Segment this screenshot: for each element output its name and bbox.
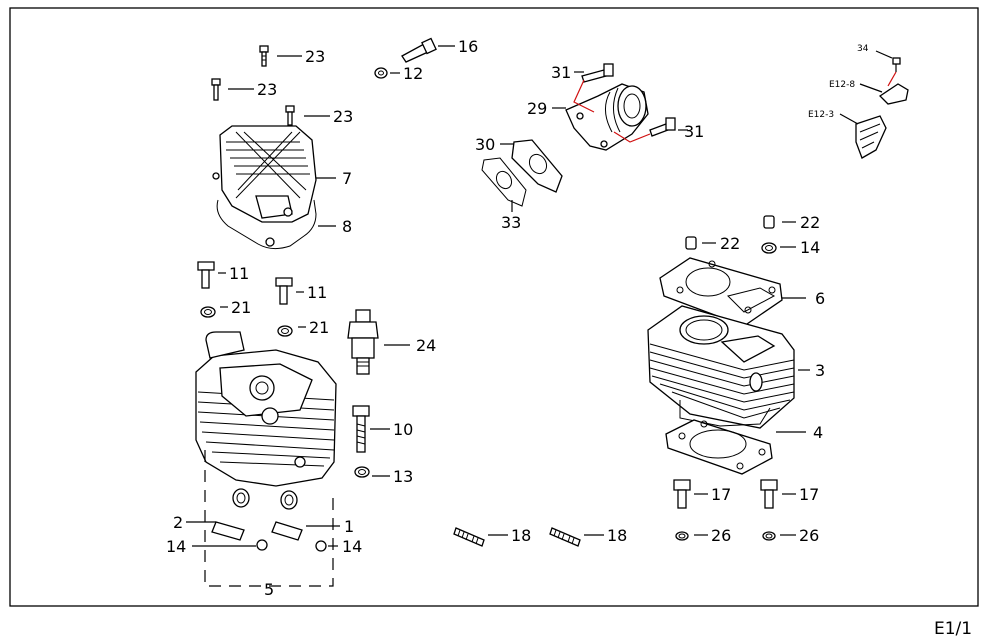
ref-label: 23	[305, 47, 325, 66]
ref-label: 18	[511, 526, 531, 545]
ref-label: 13	[393, 467, 413, 486]
ref-label: 21	[231, 298, 251, 317]
ref-label: 11	[307, 283, 327, 302]
ref-label: 30	[475, 135, 495, 154]
ref-label: 14	[800, 238, 820, 257]
o-ring-14-upper-right	[761, 242, 796, 254]
ref-label: 14	[342, 537, 362, 556]
intake-gasket	[481, 157, 527, 212]
stud-bolt-18-right	[549, 527, 604, 547]
small-ref-label: 34	[857, 44, 869, 54]
ref-label: 24	[416, 336, 436, 355]
ref-label: 22	[800, 213, 820, 232]
head-cover	[212, 125, 336, 223]
small-ref-label: E12-8	[829, 80, 855, 90]
cylinder-head	[195, 331, 337, 487]
flange-bolt-17-left	[673, 479, 708, 509]
o-ring-26-right	[762, 531, 796, 541]
bracket-e12-8	[859, 71, 909, 105]
ref-label: 33	[501, 213, 521, 232]
ref-label: 31	[551, 63, 571, 82]
flange-bolt-17-right	[760, 479, 796, 509]
cylinder-block	[647, 305, 810, 429]
ref-label: 2	[173, 513, 183, 532]
ref-label: 26	[711, 526, 731, 545]
base-gasket	[665, 419, 806, 475]
valve-guide-seal-right	[280, 490, 298, 510]
o-ring-14-left	[192, 539, 268, 551]
screw-34	[875, 50, 901, 72]
washer-13	[354, 466, 390, 478]
ref-label: 23	[333, 107, 353, 126]
dowel-pin-22-upper	[763, 215, 796, 229]
intake-insulator	[500, 139, 563, 193]
ref-label: 16	[458, 37, 478, 56]
intake-manifold	[552, 83, 649, 151]
flange-bolt-11-left	[197, 261, 226, 289]
sensor-e12-3	[839, 113, 887, 159]
ref-label: 7	[342, 169, 352, 188]
stud-bolt-18-left	[453, 527, 508, 547]
ref-label: 1	[344, 517, 354, 536]
o-ring-26-left	[675, 531, 708, 541]
ref-label: 5	[264, 580, 274, 599]
ref-label: 12	[403, 64, 423, 83]
ref-label: 21	[309, 318, 329, 337]
ref-label: 10	[393, 420, 413, 439]
ref-label: 26	[799, 526, 819, 545]
ref-label: 22	[720, 234, 740, 253]
ref-label: 14	[166, 537, 186, 556]
bolt-23-top	[259, 45, 302, 67]
ref-label: 17	[799, 485, 819, 504]
reference-numbers: 23 23 23 16 12 7 8 11 11 21 21 24 10 13 …	[166, 37, 869, 599]
small-ref-label: E12-3	[808, 110, 834, 120]
head-gasket	[659, 257, 806, 327]
spark-plug	[347, 309, 410, 375]
valve-guide-1	[271, 521, 340, 541]
ref-label: 11	[229, 264, 249, 283]
bolt-23-lower	[285, 105, 330, 126]
washer-21-right	[277, 325, 306, 337]
ref-label: 4	[813, 423, 823, 442]
ref-label: 3	[815, 361, 825, 380]
dowel-pin-22-lower	[685, 236, 716, 250]
diagram-frame	[9, 7, 979, 607]
ref-label: 8	[342, 217, 352, 236]
bolt-16	[401, 37, 455, 63]
ref-label: 29	[527, 99, 547, 118]
ref-label: 23	[257, 80, 277, 99]
washer-12	[374, 67, 400, 79]
cover-gasket	[216, 199, 336, 250]
bolt-23-middle	[211, 78, 254, 101]
ref-label: 17	[711, 485, 731, 504]
valve-guide-seal-left	[232, 488, 250, 508]
ref-label: 31	[684, 122, 704, 141]
page-indicator: E1/1	[934, 619, 972, 639]
bolt-31-upper	[573, 63, 614, 113]
flange-bolt-11-right	[275, 277, 304, 305]
kit-bracket-5	[204, 450, 334, 587]
hex-bolt-10	[352, 405, 390, 453]
ref-label: 6	[815, 289, 825, 308]
valve-guide-2	[186, 521, 245, 541]
washer-21-left	[200, 306, 228, 318]
ref-label: 18	[607, 526, 627, 545]
bolt-31-lower	[613, 117, 688, 143]
o-ring-14-right	[315, 540, 338, 552]
